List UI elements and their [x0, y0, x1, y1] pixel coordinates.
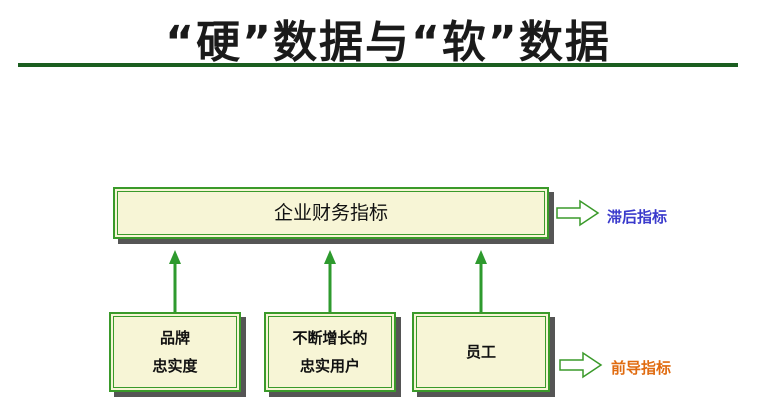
employees-box: 员工 [412, 312, 550, 392]
growing-loyal-users-line2: 忠实用户 [299, 357, 360, 375]
up-arrow-users [324, 250, 336, 312]
lag-block-arrow-icon [556, 199, 600, 227]
up-arrow-brand [169, 250, 181, 312]
leading-indicator-label: 前导指标 [611, 359, 672, 377]
growing-loyal-users-line1: 不断增长的 [292, 328, 368, 347]
employees-label: 员工 [465, 342, 496, 361]
brand-loyalty-line1: 品牌 [159, 328, 190, 347]
lead-block-arrow-icon [559, 351, 603, 379]
growing-loyal-users-box: 不断增长的 忠实用户 [264, 312, 396, 392]
financial-metrics-box: 企业财务指标 [113, 187, 549, 239]
lagging-indicator-label: 滞后指标 [607, 208, 668, 226]
page-title: “硬”数据与“软”数据 [165, 17, 611, 68]
up-arrow-employees [475, 250, 487, 312]
financial-metrics-label: 企业财务指标 [273, 201, 388, 224]
title-divider [18, 63, 738, 67]
brand-loyalty-line2: 忠实度 [152, 357, 198, 375]
brand-loyalty-box: 品牌 忠实度 [109, 312, 241, 392]
